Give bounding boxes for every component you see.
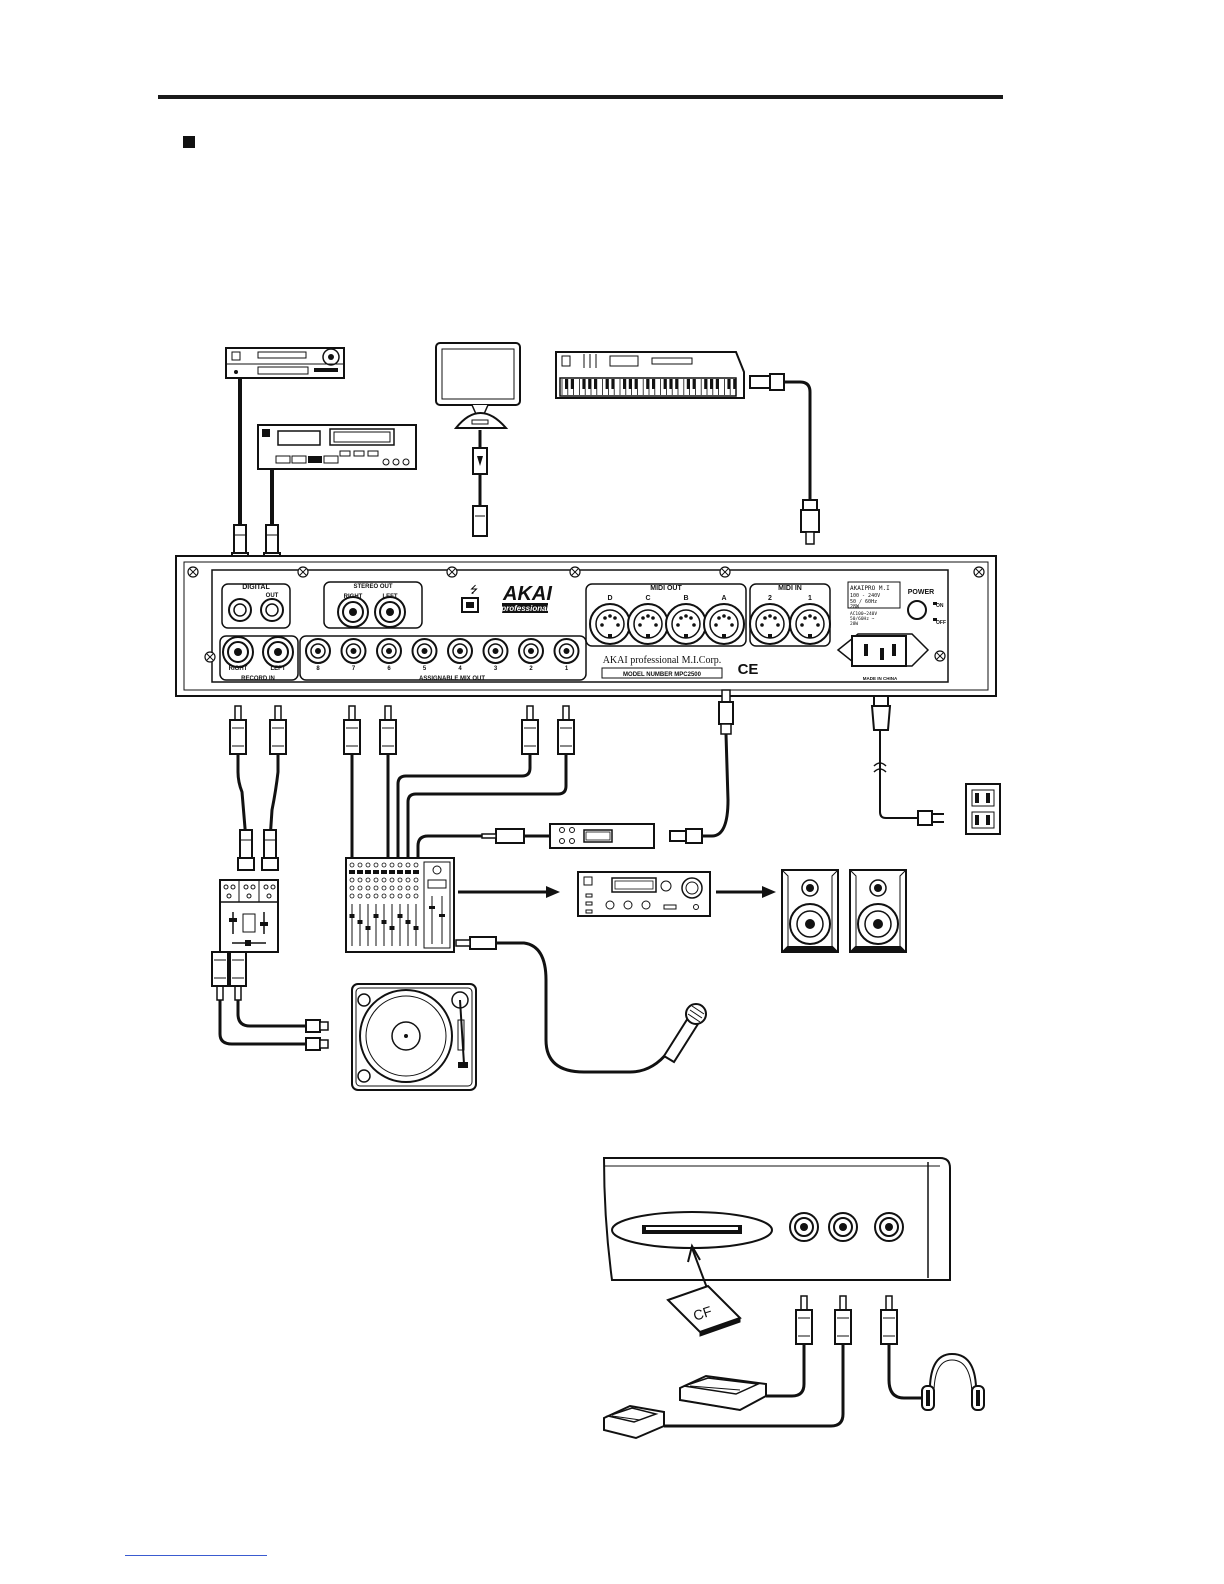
sound-module-audio-plug bbox=[482, 829, 524, 843]
midi-out-port-label: D bbox=[607, 595, 612, 602]
headphone-jack bbox=[875, 1213, 903, 1241]
record-in-left-label: LEFT bbox=[271, 666, 286, 672]
mic-cable-plug bbox=[456, 937, 496, 949]
mpc-rear-panel: DIGITAL OUT RIGHT LEFT RECORD IN STEREO … bbox=[176, 556, 996, 696]
power-switch bbox=[908, 601, 926, 619]
company-line: AKAI professional M.I.Corp. bbox=[603, 655, 722, 666]
midi-out-port-label: A bbox=[721, 595, 726, 602]
power-cord-plug bbox=[872, 696, 890, 730]
turntable-right-plug bbox=[230, 952, 246, 1000]
cd-player-device bbox=[226, 348, 344, 378]
mix-out-label: ASSIGNABLE MIX OUT bbox=[419, 676, 485, 682]
midi-in-port-1 bbox=[790, 604, 830, 644]
mix-out-1-plug bbox=[558, 706, 574, 754]
headphones-device bbox=[922, 1354, 984, 1410]
mixer-to-amp-arrow bbox=[458, 886, 560, 898]
turntable-left-plug bbox=[212, 952, 228, 1000]
svg-text:28W: 28W bbox=[850, 621, 858, 627]
usb-plug-top bbox=[473, 448, 487, 474]
power-off-label: OFF bbox=[936, 620, 946, 626]
amplifier-device bbox=[578, 872, 710, 916]
stereo-out-left-jack bbox=[375, 597, 405, 627]
stereo-out-left-plug bbox=[380, 706, 396, 754]
turntable-rca-plugs bbox=[306, 1020, 328, 1050]
dj-mixer-device bbox=[220, 880, 278, 952]
stereo-out-label: STEREO OUT bbox=[353, 584, 392, 590]
keyboard-midi-plug bbox=[750, 374, 784, 390]
midi-keyboard-device bbox=[556, 352, 744, 398]
power-on-label: ON bbox=[936, 603, 944, 609]
midi-out-port-c bbox=[628, 604, 668, 644]
footswitch-2-jack bbox=[829, 1213, 857, 1241]
computer-monitor-device bbox=[436, 343, 520, 428]
power-cord bbox=[880, 730, 918, 818]
mix-out-2-plug bbox=[522, 706, 538, 754]
studio-mixer-device bbox=[346, 858, 454, 952]
stereo-out-right-jack bbox=[338, 597, 368, 627]
record-in-right-jack bbox=[223, 637, 253, 667]
midi-out-port-d bbox=[590, 604, 630, 644]
record-in-label: RECORD IN bbox=[241, 676, 275, 682]
made-in-label: MADE IN CHINA bbox=[863, 676, 898, 681]
usb-icon: ⭍ bbox=[470, 584, 478, 596]
amp-to-speakers-arrow bbox=[716, 886, 776, 898]
midi-in-label: MIDI IN bbox=[778, 585, 802, 592]
midi-out-port-b bbox=[666, 604, 706, 644]
midi-out-port-label: B bbox=[683, 595, 688, 602]
footer-link-underline[interactable] bbox=[125, 1555, 267, 1556]
record-in-right-plug bbox=[230, 706, 246, 754]
footswitch-pedal-1 bbox=[680, 1376, 766, 1410]
wall-plug bbox=[918, 811, 944, 825]
microphone-device bbox=[664, 1004, 706, 1062]
speaker-right bbox=[850, 870, 906, 952]
turntable-device bbox=[352, 984, 476, 1090]
dj-mixer-out-left-plug bbox=[238, 830, 254, 870]
usb-port bbox=[462, 598, 478, 612]
footswitch-1-jack bbox=[790, 1213, 818, 1241]
stereo-out-right-plug bbox=[344, 706, 360, 754]
dat-recorder-device bbox=[258, 425, 416, 469]
ce-mark: CE bbox=[738, 661, 759, 678]
sound-module-midi-plug bbox=[670, 829, 702, 843]
midi-in-port-label: 2 bbox=[768, 595, 772, 602]
midi-in-cable bbox=[784, 382, 810, 500]
midi-out-port-label: C bbox=[645, 595, 650, 602]
model-line: MODEL NUMBER MPC2500 bbox=[623, 672, 702, 678]
speaker-left bbox=[782, 870, 838, 952]
dj-mixer-out-right-plug bbox=[262, 830, 278, 870]
midi-out-label: MIDI OUT bbox=[650, 585, 682, 592]
cf-card: CF bbox=[668, 1286, 740, 1336]
record-in-left-plug bbox=[270, 706, 286, 754]
wall-outlet bbox=[966, 784, 1000, 834]
brand-sub-label: professional bbox=[500, 604, 549, 613]
sound-module-device bbox=[550, 824, 654, 848]
footswitch-pedal-2 bbox=[604, 1406, 664, 1438]
midi-in-port-2 bbox=[750, 604, 790, 644]
power-label: POWER bbox=[908, 589, 934, 596]
svg-text:AKAIPRO M.I: AKAIPRO M.I bbox=[850, 585, 890, 592]
usb-plug-bottom bbox=[473, 506, 487, 536]
headphone-plug bbox=[881, 1296, 897, 1344]
digital-in-jack bbox=[229, 599, 251, 621]
midi-out-port-a bbox=[704, 604, 744, 644]
record-in-left-jack bbox=[263, 637, 293, 667]
midi-in-plug bbox=[801, 500, 819, 544]
midi-in-port-label: 1 bbox=[808, 595, 812, 602]
brand-logo: AKAI bbox=[502, 583, 552, 605]
mpc-front-panel bbox=[604, 1158, 950, 1280]
ac-power-inlet bbox=[838, 634, 928, 666]
svg-text:28W: 28W bbox=[850, 604, 860, 610]
mic-cable bbox=[496, 943, 668, 1072]
digital-out-jack bbox=[261, 599, 283, 621]
footswitch-2-plug bbox=[835, 1296, 851, 1344]
digital-label: DIGITAL bbox=[242, 584, 270, 591]
record-in-right-label: RIGHT bbox=[229, 666, 248, 672]
cf-card-slot bbox=[612, 1212, 772, 1248]
footswitch-1-plug bbox=[796, 1296, 812, 1344]
